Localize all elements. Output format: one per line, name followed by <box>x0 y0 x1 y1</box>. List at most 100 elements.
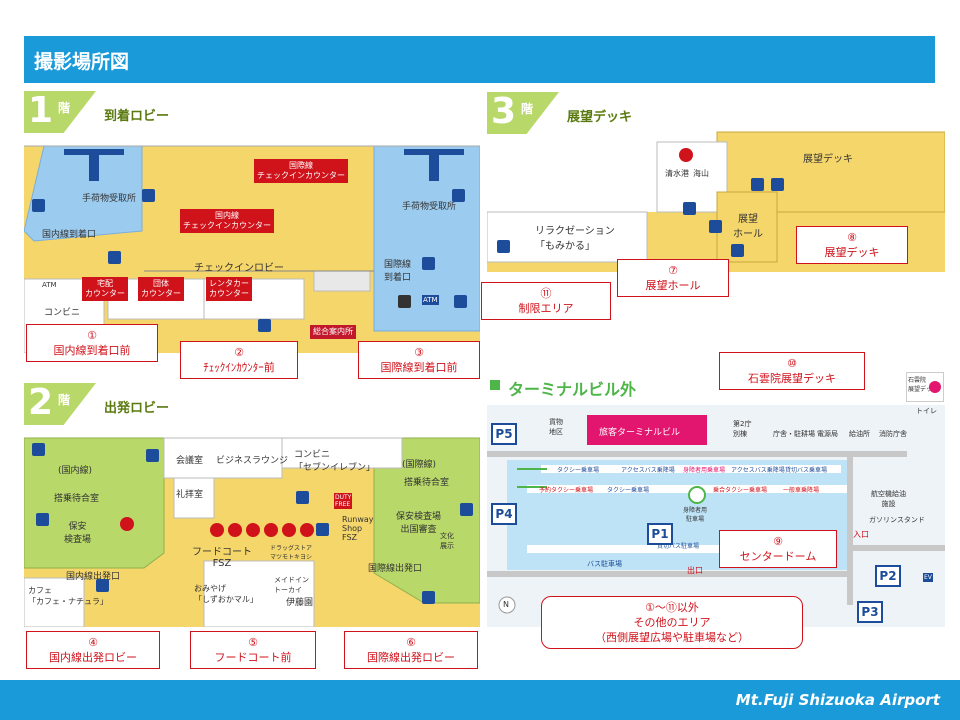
atm-label: ATM <box>42 281 57 289</box>
sekiunin-marker: 石雲院 展望デッキ <box>906 372 944 402</box>
checkin-lobby-label: チェックインロビー <box>194 263 284 274</box>
callout-6-text: 国際線出発ロビー <box>367 651 455 664</box>
food-icon-3 <box>246 523 260 537</box>
parking-p2: P2 <box>875 565 901 587</box>
domestic-security: 保安 検査場 <box>64 522 92 545</box>
baggage-icon <box>142 189 155 202</box>
callout-1: ① 国内線到着口前 <box>26 324 158 362</box>
north-label: N <box>503 600 509 609</box>
disabled-parking: 身障者用 駐車場 <box>683 507 708 523</box>
cafe-label: カフェ 「カフェ・ナチュラ」 <box>28 586 108 606</box>
callout-7-num: ⑦ <box>668 264 678 277</box>
food-icon-2 <box>228 523 242 537</box>
hall-label: 展望 ホール <box>733 214 763 240</box>
kyushu-label: 給油所 <box>849 430 870 438</box>
callout-3-num: ③ <box>414 346 424 359</box>
callout-11: ⑪ 制限エリア <box>481 282 611 320</box>
seven-eleven: コンビニ 「セブンイレブン」 <box>294 450 376 473</box>
ev-label: EV <box>923 573 933 582</box>
escalator-icon <box>398 295 411 308</box>
floor3-name: 展望デッキ <box>567 110 633 125</box>
callout-4-text: 国内線出発ロビー <box>49 651 137 664</box>
callout-other: ①～⑪以外 その他のエリア （西側展望広場や駐車場など） <box>541 596 803 649</box>
callout-5: ⑤ フードコート前 <box>190 631 316 669</box>
callout-10-text: 石雲院展望デッキ <box>748 372 836 385</box>
wc-icon-right <box>452 189 465 202</box>
cargo-label: 貨物 地区 <box>549 418 563 436</box>
atm-label-right: ATM <box>422 295 439 305</box>
callout-4-num: ④ <box>88 636 98 649</box>
terminal-label: 旅客ターミナルビル <box>599 428 681 438</box>
wc-icon-2f <box>32 443 45 456</box>
business-lounge: ビジネスラウンジ <box>216 456 289 466</box>
bousai-label: 消防庁舎 <box>879 430 907 438</box>
drugstore-label: ドラッグストア マツモトキヨシ <box>270 545 313 561</box>
shop-icon <box>120 517 134 531</box>
outside-plan <box>487 405 945 627</box>
callout-9-num: ⑨ <box>773 535 783 548</box>
parking-p3: P3 <box>857 601 883 623</box>
shared-taxi: 乗合タクシー乗車場 <box>713 487 768 494</box>
callout-1-text: 国内線到着口前 <box>53 344 131 357</box>
food-icon-5 <box>282 523 296 537</box>
entrance-label: 入口 <box>853 530 869 539</box>
runway-shop-label: Runway Shop FSZ <box>342 515 374 542</box>
outside-title: ターミナルビル外 <box>508 380 637 399</box>
callout-8-num: ⑧ <box>847 231 857 244</box>
elevator-icon-2f <box>96 579 109 592</box>
floor1-number: 1 <box>28 91 54 131</box>
food-icon-4 <box>264 523 278 537</box>
access-bus-1: アクセスバス乗降場 <box>621 467 675 474</box>
outside-marker <box>490 380 500 390</box>
callout-6-num: ⑥ <box>406 636 416 649</box>
callout-2-text: ﾁｪｯｸｲﾝｶｳﾝﾀｰ前 <box>203 361 275 374</box>
callout-5-num: ⑤ <box>248 636 258 649</box>
elevator-icon-3f-b <box>731 244 744 257</box>
floor1-name: 到着ロビー <box>104 109 170 124</box>
souvenir-label: おみやげ 「しずおかマル」 <box>194 584 258 604</box>
wc-icon-2f-d <box>460 503 473 516</box>
food-icon-6 <box>300 523 314 537</box>
intl-arrival-label: 国際線 到着口 <box>384 260 412 283</box>
parking-p4: P4 <box>491 503 517 525</box>
callout-other-line3: （西側展望広場や駐車場など） <box>595 631 749 644</box>
callout-5-text: フードコート前 <box>214 651 292 664</box>
food-icon-1 <box>210 523 224 537</box>
floor3-number: 3 <box>491 92 517 132</box>
office-label: 庁舎・駐耕場 <box>773 430 815 438</box>
bus-parking: バス駐車場 <box>587 560 622 568</box>
callout-7-text: 展望ホール <box>645 279 701 292</box>
airplane-icon-2f <box>316 523 329 536</box>
food-court-label: フードコート FSZ <box>192 547 252 569</box>
floor2-kai: 階 <box>58 393 71 407</box>
prayer-room: 礼拝室 <box>176 490 204 500</box>
floor1-map: 1 階 到着ロビー 手荷物受取所 手荷物受取所 国内線到着口 チェックインロビー… <box>24 91 480 353</box>
charter-bus-parking: 貸切バス駐車場 <box>657 543 700 550</box>
shimizu-label: 清水港 <box>665 169 689 178</box>
baggage-claim-left: 手荷物受取所 <box>82 194 137 204</box>
outside-map: 旅客ターミナルビル 貨物 地区 第2庁 別棟 庁舎・駐耕場 電源局 給油所 消防… <box>487 405 945 627</box>
callout-10: ⑩ 石雲院展望デッキ <box>719 352 865 390</box>
rental-tag: レンタカー カウンター <box>206 277 252 301</box>
floor2-name: 出発ロビー <box>104 401 170 416</box>
kaizan-label: 海山 <box>693 169 709 178</box>
callout-9: ⑨ センタードーム <box>719 530 837 568</box>
baggage-claim-right: 手荷物受取所 <box>402 202 457 212</box>
wc-icon-2f-c <box>296 491 309 504</box>
wc-icon-2f-b <box>146 449 159 462</box>
access-bus-2: アクセスバス乗降場 <box>731 467 785 474</box>
elevator-icon <box>108 251 121 264</box>
callout-10-num: ⑩ <box>787 357 797 370</box>
delivery-tag: 宅配 カウンター <box>82 277 128 301</box>
airport-brand: Mt.Fuji Shizuoka Airport <box>735 691 940 709</box>
waiting-room-left: 搭乗待合室 <box>54 494 100 504</box>
international-label: (国際線) <box>402 460 437 470</box>
floor1-kai: 階 <box>58 101 71 115</box>
general-car: 一般車乗降場 <box>783 487 820 494</box>
group-tag: 団体 カウンター <box>138 277 184 301</box>
elevator-icon-2f-b <box>422 591 435 604</box>
callout-2-num: ② <box>234 346 244 359</box>
toilet-label: トイレ <box>916 407 937 415</box>
charter-bus-1: 貸切バス乗車場 <box>785 467 828 474</box>
taxi-stand-2: タクシー乗車場 <box>607 487 650 494</box>
